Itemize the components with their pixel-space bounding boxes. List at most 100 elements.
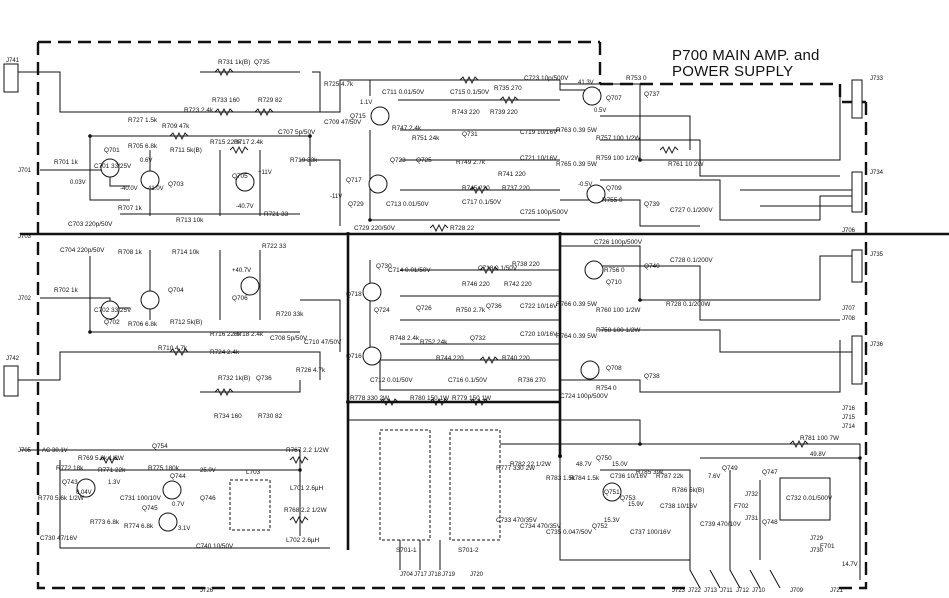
voltage-label: 1.3V [108, 480, 120, 486]
component-label: Q723 [390, 157, 406, 164]
component-label: R752 24k [420, 339, 448, 346]
component-label: R731 1k(B) [218, 59, 250, 66]
jack-label: J717 [414, 572, 428, 578]
component-label: C710 47/50V [304, 339, 342, 346]
jack-label: J730 [810, 548, 824, 554]
component-label: R725 4.7k [324, 81, 354, 88]
jack-label: J702 [18, 296, 32, 302]
component-label: R715 220k [210, 139, 242, 146]
component-label: R722 33 [262, 243, 287, 250]
jack-label: J714 [842, 424, 856, 430]
jack-label: J734 [870, 170, 884, 176]
component-label: R711 5k(B) [170, 147, 202, 154]
voltage-label: 1.1V [360, 100, 372, 106]
component-label: R783 1.5k [546, 475, 576, 482]
component-label: C717 0.1/50V [462, 199, 502, 206]
component-label: R747 2.4k [392, 125, 422, 132]
transistor-label: Q708 [606, 365, 622, 372]
transistor-label: Q716 [346, 353, 362, 360]
component-label: R729 82 [258, 97, 283, 104]
component-label: F702 [734, 503, 749, 510]
component-label: Q738 [644, 373, 660, 380]
component-label: R702 1k [54, 287, 79, 294]
voltage-label: -41.0V [146, 186, 164, 192]
transistor-label: Q701 [104, 147, 120, 154]
component-label: R707 1k [118, 205, 143, 212]
component-label: C702 33/25V [94, 307, 132, 314]
component-label: Q735 [254, 59, 270, 66]
jack-label: J732 [745, 492, 759, 498]
transistor-label: Q718 [346, 291, 362, 298]
voltage-label: 49.8V [810, 452, 826, 458]
component-label: C703 220p/50V [68, 221, 113, 228]
transistor-label: Q703 [168, 181, 184, 188]
component-label: R717 2.4k [234, 139, 264, 146]
component-label: R766 0.39 5W [556, 301, 598, 308]
jack-label: J713 [704, 588, 718, 594]
component-label: R718 2.4k [234, 331, 264, 338]
jack-label: J711 [720, 588, 733, 594]
voltage-label: 0.6V [140, 158, 152, 164]
jack-label: J741 [6, 58, 20, 64]
component-label: R787 22k [656, 473, 684, 480]
jack-label: J721 [830, 588, 844, 594]
voltage-label: 7.6V [708, 474, 720, 480]
component-label: C729 220/50V [354, 225, 396, 232]
transistor-label: Q744 [170, 473, 186, 480]
component-label: Q752 [592, 523, 608, 530]
component-label: R736 270 [518, 377, 546, 384]
component-label: Q736 [486, 303, 502, 310]
component-label: R705 6.8k [128, 143, 158, 150]
component-label: Q730 [376, 263, 392, 270]
component-label: R746 220 [462, 281, 490, 288]
jack-label: J722 [688, 588, 702, 594]
component-label: C716 0.1/50V [448, 377, 488, 384]
jack-label: J726 [200, 588, 214, 594]
voltage-label: 14.7V [842, 562, 858, 568]
component-label: R742 220 [504, 281, 532, 288]
component-label: C701 33/25V [94, 163, 132, 170]
component-label: C738 10/16V [660, 503, 698, 510]
voltage-label: 15.0V [612, 462, 628, 468]
voltage-label: 0.03V [70, 180, 86, 186]
component-label: R754 0 [596, 385, 617, 392]
jack-label: J712 [736, 588, 750, 594]
transistor-symbols [76, 86, 622, 532]
voltage-label: -40.7V [236, 204, 254, 210]
voltage-label: 41.3V [578, 80, 594, 86]
component-label: C724 100p/500V [560, 393, 609, 400]
component-label: R724 2.4k [210, 349, 240, 356]
jack-label: J718 [428, 572, 442, 578]
transistor-label: Q743 [62, 479, 78, 486]
component-label: R784 1.5k [570, 475, 600, 482]
component-label: R771 22k [98, 467, 126, 474]
transistor-label: Q750 [596, 455, 612, 462]
component-label: R719 33k [290, 157, 318, 164]
component-label: R727 1.5k [128, 117, 158, 124]
component-label: R706 6.8k [128, 321, 158, 328]
resistor-symbols [99, 67, 809, 525]
component-label: R721 33 [264, 211, 289, 218]
component-label: R781 100 7W [800, 435, 840, 442]
component-label: Q732 [470, 335, 486, 342]
component-label: R732 1k(B) [218, 375, 250, 382]
jack-label: J708 [842, 316, 856, 322]
jack-label: J706 [842, 228, 856, 234]
component-label: C718 0.1/50V [478, 265, 518, 272]
voltage-label: 15.3V [604, 518, 620, 524]
component-label: C731 100/10V [120, 495, 162, 502]
component-label: R756 0 [604, 267, 625, 274]
component-label: R739 220 [490, 109, 518, 116]
component-label: R777 330 2W [496, 465, 536, 472]
transistor-label: Q748 [762, 519, 778, 526]
jack-label: J729 [810, 536, 824, 542]
component-label: R723 2.4k [184, 107, 214, 114]
component-label: C714 0.01/50V [388, 267, 431, 274]
component-label: C709 47/50V [324, 119, 362, 126]
component-label: Q736 [256, 375, 272, 382]
transistor-label: Q706 [232, 295, 248, 302]
component-labels: R731 1k(B) Q735 R733 160 R729 82 R723 2.… [38, 59, 840, 554]
component-label: R772 18k [56, 465, 84, 472]
transistor-label: Q754 [152, 443, 168, 450]
jack-label: J704 [400, 572, 414, 578]
